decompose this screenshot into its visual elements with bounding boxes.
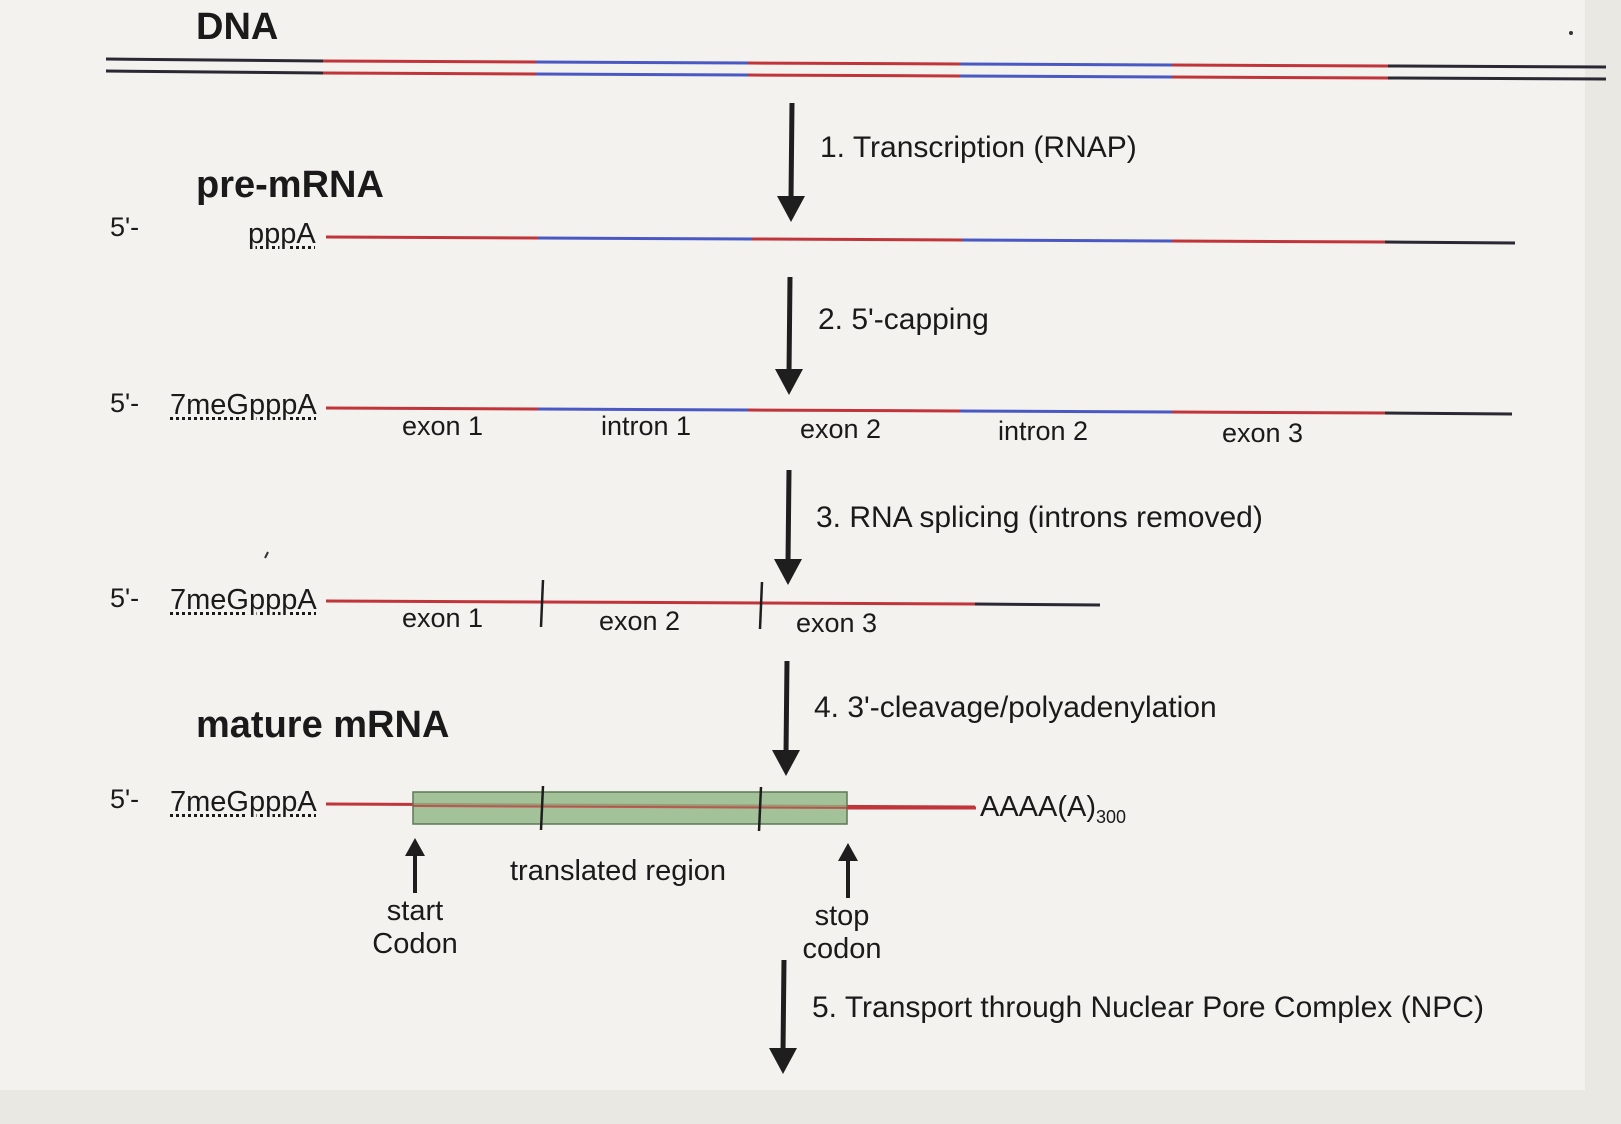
- mature-inner-line: [412, 805, 848, 809]
- step-arrows: [769, 102, 805, 1074]
- capped-segment-exon-1: exon 1: [402, 411, 484, 441]
- spliced-5prime: 5'-: [110, 583, 140, 613]
- spliced-mrna-strand: [325, 579, 1101, 630]
- step-1-label: 1. Transcription (RNAP): [820, 131, 1137, 164]
- capped-intron-1: [537, 407, 749, 412]
- step-3-arrow-head: [774, 559, 802, 585]
- pre-mrna-heading: pre-mRNA: [196, 164, 384, 206]
- splice-junction-1: [539, 579, 545, 628]
- dna-strand-bottom-exon-1: [322, 71, 537, 76]
- pre-mrna-tail: [1384, 240, 1516, 245]
- dna-strand-bottom-intron-2: [959, 74, 1173, 79]
- capped-pre-mrna-strand: [325, 406, 1513, 416]
- polya-base: AAAA(A): [980, 791, 1097, 823]
- dna-strand-top-flank-left: [105, 57, 324, 63]
- dna-strand-bottom-flank-right: [1387, 76, 1607, 81]
- step-5-arrow-shaft: [780, 959, 787, 1053]
- capped-segment-intron-2: intron 2: [998, 416, 1089, 446]
- capped-intron-2: [959, 409, 1173, 414]
- step-3-label: 3. RNA splicing (introns removed): [816, 501, 1263, 534]
- capped-segment-exon-2: exon 2: [800, 414, 882, 444]
- dna-strand-top-exon-2: [747, 61, 961, 66]
- start-codon-label-line-1: start: [386, 895, 444, 927]
- step-4-arrow-head: [772, 750, 800, 776]
- pre-mrna-exon-2: [751, 237, 963, 242]
- polya-length: 300: [1096, 806, 1127, 827]
- stray-tick: [264, 551, 269, 559]
- capped-cap-end: 7meGpppA: [170, 389, 317, 421]
- stop-codon-arrow-head: [838, 843, 858, 861]
- pre-mrna-ppp-end: pppA: [248, 218, 316, 250]
- capped-5prime: 5'-: [110, 388, 140, 418]
- splice-junction-2: [758, 581, 764, 630]
- step-5-label: 5. Transport through Nuclear Pore Comple…: [812, 991, 1484, 1024]
- dna-double-strand: [105, 57, 1607, 81]
- dna-strand-top-exon-1: [322, 59, 537, 64]
- mature-5prime: 5'-: [110, 784, 140, 814]
- translated-region-label: translated region: [510, 855, 727, 887]
- mature-cap-end: 7meGpppA: [170, 786, 317, 818]
- dna-strand-top-intron-2: [959, 62, 1173, 67]
- step-3-arrow-shaft: [785, 469, 792, 564]
- step-4-label: 4. 3'-cleavage/polyadenylation: [814, 691, 1217, 724]
- mature-mrna-strand: [325, 785, 976, 832]
- spliced-tail: [974, 602, 1101, 607]
- polya-tail-label: AAAA(A)300: [980, 793, 1126, 826]
- pre-mrna-5prime: 5'-: [110, 212, 140, 242]
- spliced-segment-exon-3: exon 3: [796, 608, 878, 638]
- capped-exon-3: [1171, 410, 1386, 415]
- mature-junction-1: [539, 785, 545, 831]
- capped-exon-1: [325, 406, 539, 411]
- dna-strand-top-flank-right: [1387, 64, 1607, 69]
- start-codon-arrow-head: [405, 838, 425, 856]
- dna-strand-bottom-exon-3: [1171, 75, 1389, 80]
- step-4-arrow-shaft: [783, 660, 790, 755]
- step-1-arrow-shaft: [788, 102, 795, 201]
- capped-tail: [1384, 411, 1513, 416]
- spliced-segment-exon-2: exon 2: [599, 606, 681, 636]
- step-2-arrow-head: [775, 369, 803, 395]
- pre-mrna-intron-2: [961, 238, 1173, 243]
- step-2-label: 2. 5'-capping: [818, 303, 989, 336]
- capped-segment-exon-3: exon 3: [1222, 418, 1304, 448]
- step-5-arrow-head: [769, 1048, 797, 1074]
- step-1-arrow-head: [777, 196, 805, 222]
- pre-mrna-exon-3: [1171, 239, 1386, 244]
- mature-junction-2: [757, 786, 763, 832]
- mature-mrna-heading: mature mRNA: [196, 704, 450, 746]
- step-2-arrow-shaft: [786, 276, 793, 374]
- stop-codon-label-line-1: stop: [814, 900, 870, 932]
- dna-strand-bottom-flank-left: [105, 69, 324, 75]
- pre-mrna-exon-1: [325, 235, 539, 240]
- spliced-line: [325, 599, 976, 606]
- codon-arrows: [405, 838, 858, 898]
- start-codon-label-line-2: Codon: [372, 928, 458, 960]
- dna-strand-bottom-exon-2: [747, 73, 961, 78]
- spliced-segment-exon-1: exon 1: [402, 603, 484, 633]
- capped-exon-2: [747, 408, 961, 413]
- dna-strand-top-intron-1: [535, 60, 749, 65]
- capped-segment-intron-1: intron 1: [601, 411, 692, 441]
- dna-heading: DNA: [196, 6, 279, 48]
- spliced-cap-end: 7meGpppA: [170, 584, 317, 616]
- stop-codon-label-line-2: codon: [802, 933, 882, 965]
- dna-strand-bottom-intron-1: [535, 72, 749, 77]
- pre-mrna-intron-1: [537, 236, 753, 241]
- pre-mrna-strand: [325, 235, 1516, 245]
- dna-strand-top-exon-3: [1171, 63, 1389, 68]
- stray-dot: [1569, 31, 1573, 35]
